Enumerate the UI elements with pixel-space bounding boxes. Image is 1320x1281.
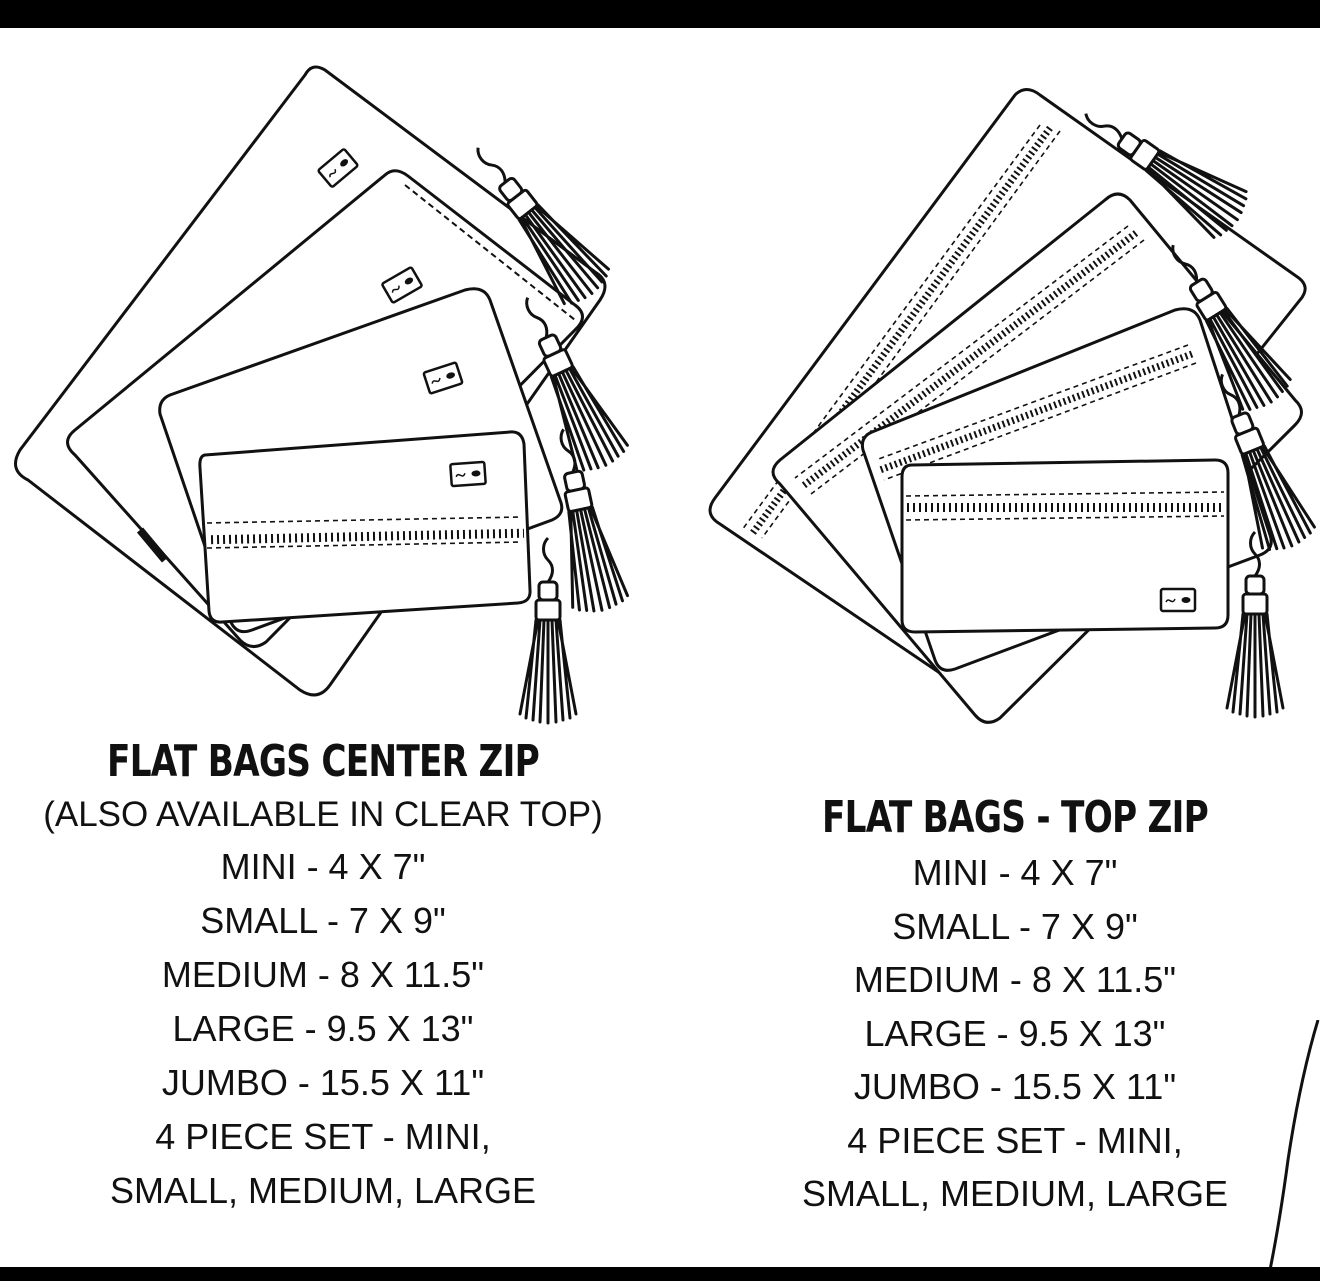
list-item: SMALL, MEDIUM, LARGE	[109, 1170, 537, 1211]
top-black-band	[0, 0, 1320, 28]
list-item: SMALL - 7 X 9"	[200, 900, 446, 941]
list-item: LARGE - 9.5 X 13"	[864, 1012, 1166, 1054]
list-item: SMALL - 7 X 9"	[892, 905, 1138, 947]
list-item: MINI - 4 X 7"	[220, 846, 426, 887]
left-mini-bag	[198, 430, 532, 624]
center-zip-info: FLAT BAGS CENTER ZIP (ALSO AVAILABLE IN …	[0, 734, 646, 1218]
bottom-black-band	[0, 1267, 1320, 1281]
list-item: MINI - 4 X 7"	[912, 852, 1118, 893]
edge-curve-decoration	[1268, 1020, 1320, 1270]
list-item: SMALL, MEDIUM, LARGE	[801, 1173, 1229, 1214]
top-zip-size-list: MINI - 4 X 7" SMALL - 7 X 9" MEDIUM - 8 …	[690, 846, 1320, 1221]
list-item: JUMBO - 15.5 X 11"	[853, 1066, 1177, 1107]
list-item: 4 PIECE SET - MINI,	[847, 1119, 1183, 1161]
list-item: JUMBO - 15.5 X 11"	[161, 1062, 485, 1103]
list-item: MEDIUM - 8 X 11.5"	[161, 954, 485, 995]
list-item: LARGE - 9.5 X 13"	[172, 1008, 474, 1049]
top-zip-info: FLAT BAGS - TOP ZIP MINI - 4 X 7" SMALL …	[690, 790, 1320, 1221]
flat-bags-illustration	[14, 65, 1320, 725]
center-zip-heading: FLAT BAGS CENTER ZIP	[107, 736, 540, 787]
top-zip-heading: FLAT BAGS - TOP ZIP	[821, 792, 1209, 843]
list-item: MEDIUM - 8 X 11.5"	[853, 959, 1177, 1000]
list-item: 4 PIECE SET - MINI,	[155, 1116, 491, 1157]
clear-top-note: (ALSO AVAILABLE IN CLEAR TOP)	[43, 795, 603, 834]
center-zip-size-list: MINI - 4 X 7" SMALL - 7 X 9" MEDIUM - 8 …	[0, 840, 646, 1218]
right-mini-bag	[900, 458, 1230, 634]
